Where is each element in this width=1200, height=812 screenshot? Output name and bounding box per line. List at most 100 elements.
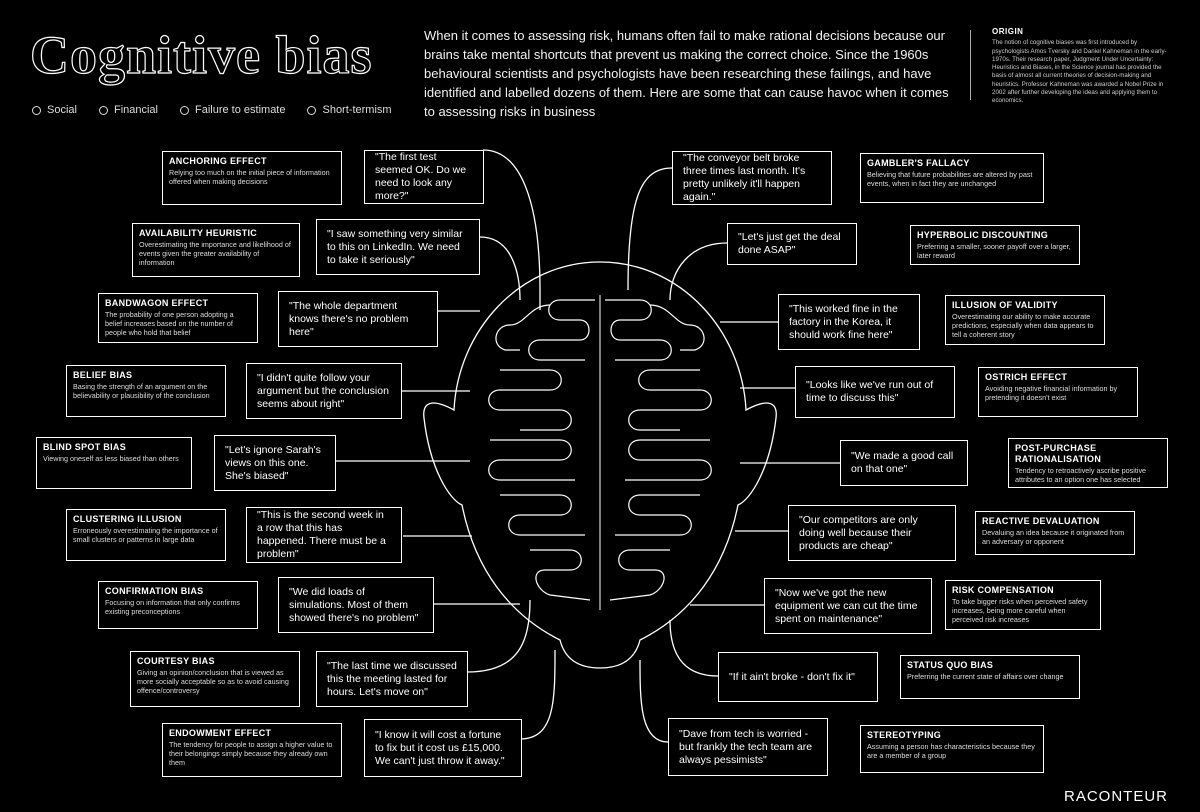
bias-definition: Avoiding negative financial information … <box>985 384 1118 402</box>
legend-item-social: Social <box>32 104 77 116</box>
bias-card-belief-bias: BELIEF BIAS Basing the strength of an ar… <box>66 365 226 417</box>
legend-label: Short-termism <box>322 104 392 116</box>
bias-definition: Assuming a person has characteristics be… <box>867 742 1035 760</box>
bias-definition: Preferring the current state of affairs … <box>907 672 1064 681</box>
quote-box: "If it ain't broke - don't fix it" <box>718 652 878 702</box>
bias-card-hyperbolic-discounting: HYPERBOLIC DISCOUNTING Preferring a smal… <box>910 225 1080 265</box>
bias-card-confirmation-bias: CONFIRMATION BIAS Focusing on informatio… <box>98 581 258 629</box>
quote-box: "I know it will cost a fortune to fix bu… <box>364 719 522 777</box>
quote-box: "Let's just get the deal done ASAP" <box>727 223 857 265</box>
legend-label: Social <box>47 104 77 116</box>
bias-card-courtesy-bias: COURTESY BIAS Giving an opinion/conclusi… <box>130 651 300 707</box>
circle-icon <box>180 105 189 115</box>
quote-box: "I didn't quite follow your argument but… <box>246 363 402 419</box>
bias-card-stereotyping: STEREOTYPING Assuming a person has chara… <box>860 725 1044 773</box>
connector-line <box>627 167 673 291</box>
intro-text: When it comes to assessing risk, humans … <box>424 28 949 119</box>
quote-box: "Let's ignore Sarah's views on this one.… <box>214 435 336 491</box>
bias-definition: Believing that future probabilities are … <box>867 170 1033 188</box>
bias-name: COURTESY BIAS <box>137 656 215 666</box>
bias-definition: The probability of one person adopting a… <box>105 310 234 337</box>
bias-card-anchoring-effect: ANCHORING EFFECT Relying too much on the… <box>162 151 342 205</box>
bias-definition: Overestimating our ability to make accur… <box>952 312 1094 339</box>
bias-definition: Giving an opinion/conclusion that is vie… <box>137 668 289 695</box>
bias-name: AVAILABILITY HEURISTIC <box>139 228 258 238</box>
quote-box: "The whole department knows there's no p… <box>278 291 438 347</box>
bias-name: CONFIRMATION BIAS <box>105 586 204 596</box>
bias-definition: Focusing on information that only confir… <box>105 598 241 616</box>
bias-name: ANCHORING EFFECT <box>169 156 267 166</box>
bias-name: GAMBLER'S FALLACY <box>867 158 970 168</box>
circle-icon <box>307 105 317 115</box>
bias-name: RISK COMPENSATION <box>952 585 1054 595</box>
bias-definition: Viewing oneself as less biased than othe… <box>43 454 179 463</box>
bias-card-illusion-of-validity: ILLUSION OF VALIDITY Overestimating our … <box>945 295 1105 345</box>
quote-box: "We did loads of simulations. Most of th… <box>278 577 434 633</box>
head-outline <box>423 261 777 669</box>
brain-left <box>488 299 595 601</box>
bias-definition: Preferring a smaller, sooner payoff over… <box>917 242 1071 260</box>
connector-line <box>519 649 556 740</box>
bias-name: POST-PURCHASE RATIONALISATION <box>1015 443 1102 464</box>
bias-definition: Basing the strength of an argument on th… <box>73 382 210 400</box>
origin-panel: ORIGIN The notion of cognitive biases wa… <box>992 27 1174 106</box>
bias-definition: To take bigger risks when perceived safe… <box>952 597 1088 624</box>
legend-label: Financial <box>113 104 158 116</box>
circle-icon <box>98 105 108 115</box>
bias-card-status-quo-bias: STATUS QUO BIAS Preferring the current s… <box>900 655 1080 699</box>
bias-definition: Overestimating the importance and likeli… <box>139 240 291 267</box>
connector-line <box>482 149 541 310</box>
quote-box: "The conveyor belt broke three times las… <box>672 151 832 205</box>
quote-box: "The first test seemed OK. Do we need to… <box>364 150 484 204</box>
bias-name: ENDOWMENT EFFECT <box>169 728 272 738</box>
bias-definition: Relying too much on the initial piece of… <box>169 168 330 186</box>
connector-line <box>639 659 669 743</box>
quote-box: "This worked fine in the factory in the … <box>778 294 920 350</box>
legend: Social Financial Failure to estimate Sho… <box>32 104 392 116</box>
bias-name: STATUS QUO BIAS <box>907 660 994 670</box>
bias-name: BANDWAGON EFFECT <box>105 298 209 308</box>
bias-name: ILLUSION OF VALIDITY <box>952 300 1058 310</box>
bias-card-clustering-illusion: CLUSTERING ILLUSION Erroneously overesti… <box>66 509 226 561</box>
bias-card-risk-compensation: RISK COMPENSATION To take bigger risks w… <box>945 580 1101 630</box>
brand-logo: RACONTEUR <box>1064 788 1169 805</box>
bias-name: STEREOTYPING <box>867 730 942 740</box>
bias-card-bandwagon-effect: BANDWAGON EFFECT The probability of one … <box>98 293 258 343</box>
legend-item-failure-to-estimate: Failure to estimate <box>180 104 285 116</box>
bias-name: CLUSTERING ILLUSION <box>73 514 182 524</box>
bias-name: OSTRICH EFFECT <box>985 372 1068 382</box>
quote-box: "Dave from tech is worried - but frankly… <box>668 718 828 776</box>
quote-box: "I saw something very similar to this on… <box>316 219 480 275</box>
quote-box: "We made a good call on that one" <box>840 440 968 486</box>
legend-item-financial: Financial <box>98 104 158 116</box>
bias-card-gamblers-fallacy: GAMBLER'S FALLACY Believing that future … <box>860 153 1044 203</box>
brain-right <box>605 299 712 601</box>
connector-line <box>669 242 728 301</box>
circle-icon <box>32 105 41 115</box>
divider <box>970 30 971 100</box>
bias-definition: Erroneously overestimating the importanc… <box>73 526 218 544</box>
bias-definition: The tendency for people to assign a high… <box>169 740 333 767</box>
connector-line <box>479 236 521 301</box>
bias-name: BLIND SPOT BIAS <box>43 442 127 452</box>
origin-text: The notion of cognitive biases was first… <box>992 39 1167 105</box>
legend-label: Failure to estimate <box>195 104 286 116</box>
quote-box: "Looks like we've run out of time to dis… <box>795 366 955 418</box>
bias-card-blind-spot-bias: BLIND SPOT BIAS Viewing oneself as less … <box>36 437 192 489</box>
bias-definition: Tendency to retroactively ascribe positi… <box>1015 466 1147 484</box>
quote-box: "This is the second week in a row that t… <box>246 507 402 563</box>
origin-title: ORIGIN <box>992 27 1024 36</box>
quote-box: "Our competitors are only doing well bec… <box>788 505 956 561</box>
bias-card-ostrich-effect: OSTRICH EFFECT Avoiding negative financi… <box>978 367 1138 417</box>
connector-line <box>669 619 719 677</box>
bias-name: REACTIVE DEVALUATION <box>982 516 1100 526</box>
bias-name: HYPERBOLIC DISCOUNTING <box>917 230 1049 240</box>
quote-box: "Now we've got the new equipment we can … <box>764 578 932 634</box>
quote-box: "The last time we discussed this the mee… <box>316 651 468 707</box>
page-title: Cognitive bias <box>29 25 373 85</box>
legend-item-short-termism: Short-termism <box>307 104 392 116</box>
bias-card-endowment-effect: ENDOWMENT EFFECT The tendency for people… <box>162 723 342 777</box>
bias-definition: Devaluing an idea because it originated … <box>982 528 1125 546</box>
connector-line <box>466 599 531 673</box>
